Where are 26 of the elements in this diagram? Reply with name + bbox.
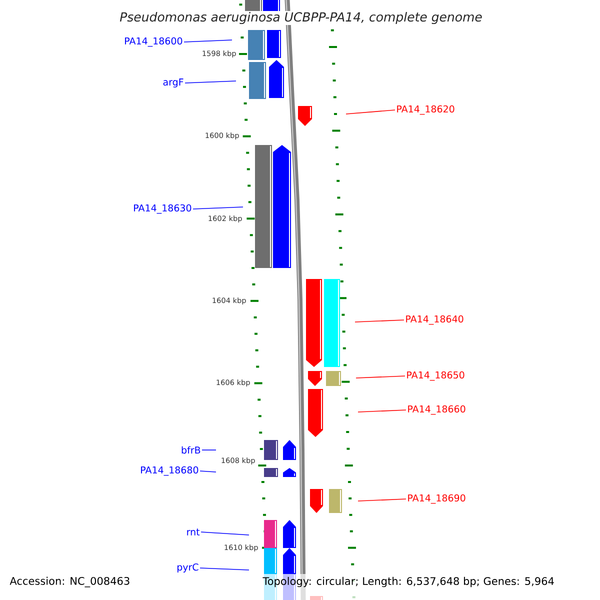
leader-line <box>358 498 406 502</box>
leader-line <box>192 206 244 210</box>
gene-label: PA14_18630 <box>134 204 192 214</box>
leader-line <box>354 320 404 322</box>
gene-label: PA14_18640 <box>406 315 464 325</box>
leader-line <box>200 470 216 472</box>
info-text: Topology: circular; Length: 6,537,648 bp; Genes: 5,964 <box>262 576 554 588</box>
gene-label: PA14_18600 <box>125 37 182 47</box>
title: Pseudomonas aeruginosa UCBPP-PA14, complete genome <box>118 10 484 26</box>
gene-label: PA14_18680 <box>141 466 198 476</box>
gene-label: bfrB <box>182 446 200 454</box>
gene-label: PA14_18690 <box>408 494 466 504</box>
leader-line <box>356 376 406 378</box>
gene-label: argF <box>163 78 184 88</box>
gene-label: rnt <box>187 528 200 536</box>
leader-line <box>184 80 236 84</box>
leader-line <box>358 410 406 412</box>
info-text: Accession: NC_008463 <box>10 576 130 588</box>
gene-label: PA14_18650 <box>407 371 464 381</box>
gene-label: PA14_18620 <box>397 105 454 115</box>
leader-line <box>346 110 396 114</box>
leader-line <box>184 40 232 42</box>
leader-line <box>200 532 250 536</box>
leader-line <box>200 568 250 570</box>
gene-label: pyrC <box>177 563 198 573</box>
gene-label: PA14_18660 <box>408 405 466 415</box>
